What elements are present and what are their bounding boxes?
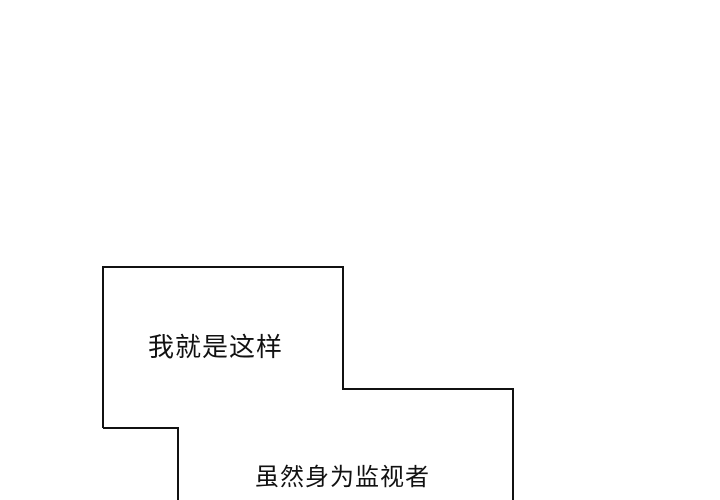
caption-text-line-1: 我就是这样 (148, 333, 284, 363)
caption-text-line-2: 虽然身为监视者 (255, 463, 430, 491)
stepped-caption-border (102, 266, 514, 500)
